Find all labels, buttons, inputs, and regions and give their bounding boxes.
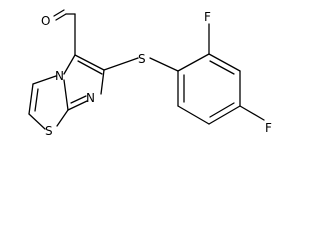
bond-ar4-f: [239, 105, 265, 121]
bond-c6-s: [103, 57, 139, 71]
atom-label-oxygen: O: [41, 14, 50, 28]
bond-s-aryl: [149, 57, 179, 72]
bond-c6-n7: [100, 69, 105, 95]
atom-label-bridge-nitrogen: N: [86, 91, 95, 105]
difluorophenyl-ring: [177, 23, 265, 125]
bond-ar1-ar2: [177, 53, 210, 72]
thiazole-ring: [28, 75, 69, 130]
bond-c3-c2-inner: [34, 88, 39, 112]
bond-n4-c3: [32, 75, 57, 85]
bond-c5-c6-inner: [77, 60, 103, 75]
aldehyde-group: [53, 9, 76, 56]
bond-c2-s1: [28, 113, 46, 130]
molecule-structure: O N N S S F F: [28, 9, 272, 138]
bond-c8-n4: [63, 79, 69, 111]
thioether-linkage: [103, 57, 179, 72]
atom-label-thioether-sulfur: S: [138, 52, 146, 66]
bond-ar2-ar3-inner: [209, 60, 235, 75]
imidazole-ring: [63, 54, 105, 111]
bond-c-o-double-1: [53, 9, 65, 17]
bond-n7-c8-outer: [67, 100, 88, 111]
bond-ar4-ar5-inner: [209, 102, 235, 118]
bond-n7-c8-inner: [70, 95, 87, 104]
atom-label-fluorine-para: F: [265, 121, 272, 135]
bond-c5-n4: [63, 54, 76, 75]
atom-label-fluorine-ortho: F: [204, 10, 211, 24]
bond-ar2-ar3: [208, 53, 241, 72]
bond-c-o-double-2: [55, 13, 67, 21]
bond-ar5-ar6: [177, 105, 210, 125]
bond-c3-c2-outer: [28, 83, 34, 115]
atom-label-thiazole-sulfur: S: [45, 124, 53, 138]
bond-s1-c8: [56, 109, 69, 127]
atom-label-ring-nitrogen: N: [55, 69, 64, 83]
atom-labels: O N N S S F F: [41, 10, 272, 138]
bond-ar4-ar5: [208, 105, 241, 125]
bond-c5-c6-outer: [74, 54, 105, 71]
